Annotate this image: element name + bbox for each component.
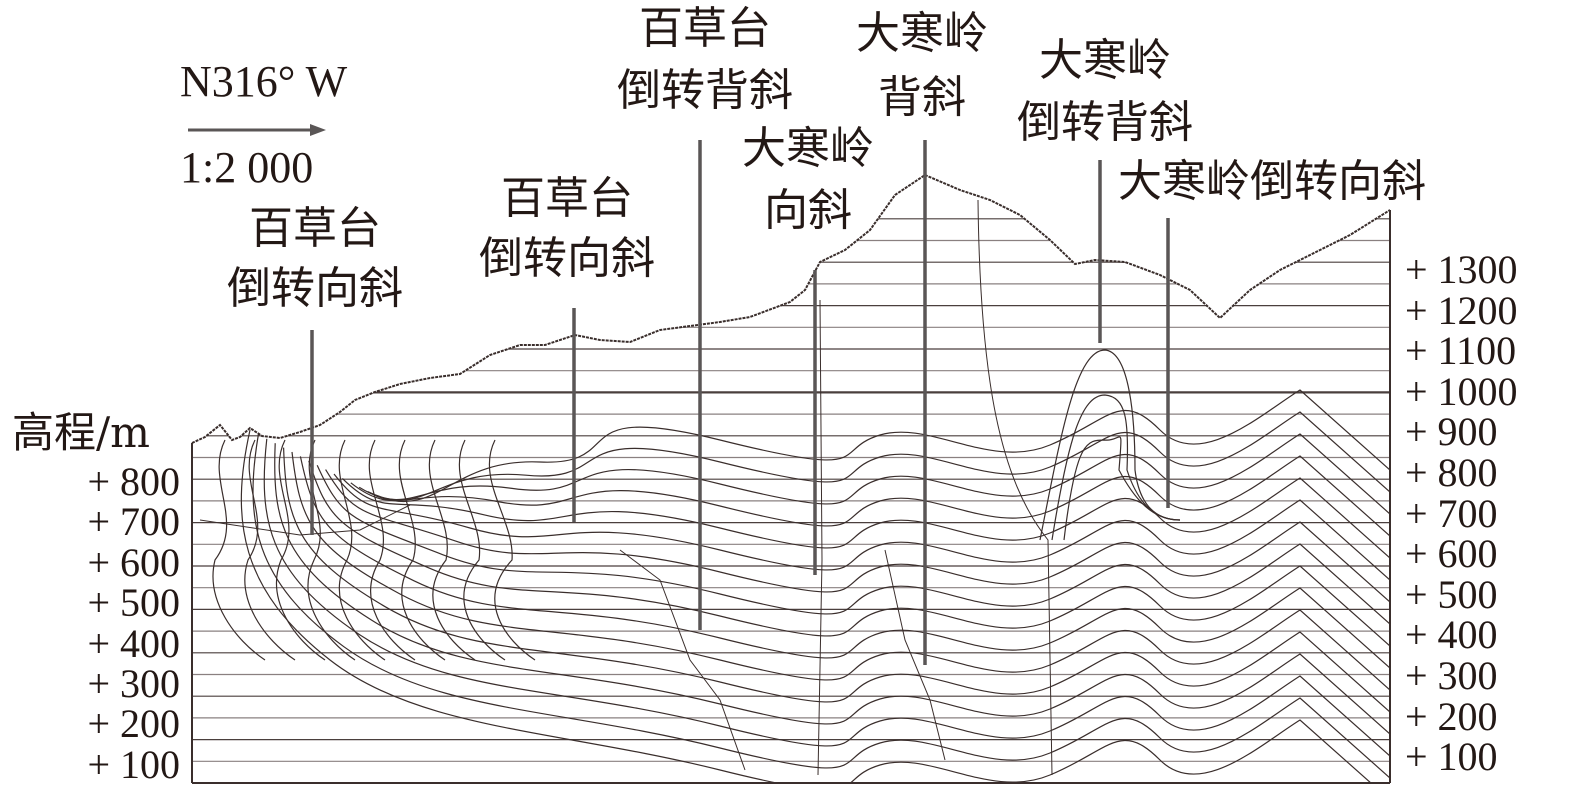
fold-label-5: 大寒岭背斜: [856, 12, 988, 120]
stratum-line: [276, 439, 326, 661]
stratum-line: [398, 439, 446, 661]
fold-label-line: 大寒岭: [856, 8, 988, 59]
direction-label: N316° W: [180, 57, 348, 106]
fault-line: [199, 504, 411, 536]
stratum-line: [488, 439, 536, 661]
fold-label-line: 背斜: [878, 72, 966, 123]
stratum-line: [341, 477, 1390, 559]
stratum-line: [1063, 436, 1181, 541]
stratum-line: [325, 469, 1390, 603]
right-elevation-tick: + 100: [1405, 734, 1498, 780]
fold-label-line: 大寒岭: [1039, 35, 1171, 86]
fold-label-1: 百草台倒转向斜: [227, 207, 403, 311]
fold-label-line: 倒转向斜: [227, 263, 403, 314]
stratum-line: [316, 464, 1390, 625]
fold-label-line: 百草台: [501, 173, 633, 224]
stratum-line: [333, 473, 1390, 581]
fault-line: [977, 199, 1053, 776]
terrain-profile: [191, 173, 1391, 444]
stratum-line: [240, 429, 1390, 783]
stratum-line: [338, 439, 386, 661]
stratum-line: [428, 439, 476, 661]
stratum-line: [358, 433, 1390, 515]
stratum-line: [458, 439, 506, 661]
scale-label: 1:2 000: [180, 143, 314, 192]
stratum-line: [274, 443, 1390, 735]
fold-label-line: 倒转背斜: [617, 65, 793, 116]
stratum-line: [368, 439, 416, 661]
right-elevation-tick: + 800: [1405, 450, 1498, 495]
fold-label-line: 百草台: [249, 203, 381, 254]
fault-line: [817, 299, 823, 776]
right-elevation-tick: + 1300: [1405, 247, 1518, 292]
fault-line: [619, 549, 746, 771]
arrow-head-icon: [310, 124, 326, 136]
stratum-line: [308, 460, 1390, 647]
stratum-line: [244, 439, 296, 661]
right-elevation-tick: + 400: [1405, 612, 1498, 658]
right-elevation-tick: + 1000: [1405, 368, 1518, 414]
stratum-line: [252, 434, 1390, 779]
stratum-line: [283, 447, 1390, 713]
left-elevation-tick: + 300: [87, 661, 180, 706]
stratum-line: [263, 438, 1390, 757]
stratum-line: [212, 439, 266, 661]
stratum-line: [1039, 349, 1181, 541]
right-elevation-tick: + 1100: [1405, 328, 1517, 374]
right-elevation-tick: + 700: [1405, 490, 1498, 536]
fold-label-6: 大寒岭倒转背斜: [1017, 39, 1193, 145]
fold-label-2: 百草台倒转向斜: [479, 177, 655, 281]
left-elevation-tick: + 500: [87, 580, 180, 626]
stratum-line: [307, 439, 356, 661]
left-elevation-tick: + 400: [87, 620, 180, 666]
right-elevation-tick: + 900: [1405, 409, 1498, 455]
fault-line: [884, 549, 946, 761]
stratum-line: [1051, 394, 1181, 541]
left-elevation-tick: + 800: [87, 459, 180, 504]
strata-lines: [212, 349, 1390, 783]
fold-label-line: 倒转向斜: [479, 233, 655, 284]
stratum-line: [291, 451, 1390, 691]
fold-label-3: 百草台倒转背斜: [617, 7, 793, 113]
stratum-line: [375, 389, 1390, 502]
fold-label-line: 向斜: [764, 185, 852, 236]
right-elevation-tick: + 1200: [1405, 287, 1518, 333]
right-elevation-tick: + 300: [1405, 653, 1498, 698]
fold-label-line: 倒转背斜: [1017, 97, 1193, 148]
elevation-axis-label: 高程/m: [12, 408, 150, 457]
left-elevation-tick: + 200: [87, 701, 180, 747]
stratum-line: [350, 455, 1390, 537]
left-elevation-tick: + 700: [87, 499, 180, 545]
fold-label-7: 大寒岭倒转向斜: [1118, 156, 1426, 207]
right-elevation-tick: + 500: [1405, 571, 1498, 617]
left-elevation-tick: + 600: [87, 539, 180, 585]
stratum-line: [367, 411, 1390, 501]
fold-label-4: 大寒岭向斜: [742, 127, 874, 233]
right-elevation-tick: + 600: [1405, 531, 1498, 577]
left-elevation-tick: + 100: [87, 741, 180, 787]
fold-label-line: 百草台: [639, 3, 771, 54]
stratum-line: [299, 456, 1390, 669]
right-elevation-tick: + 200: [1405, 693, 1498, 739]
fold-label-line: 大寒岭: [742, 123, 874, 174]
